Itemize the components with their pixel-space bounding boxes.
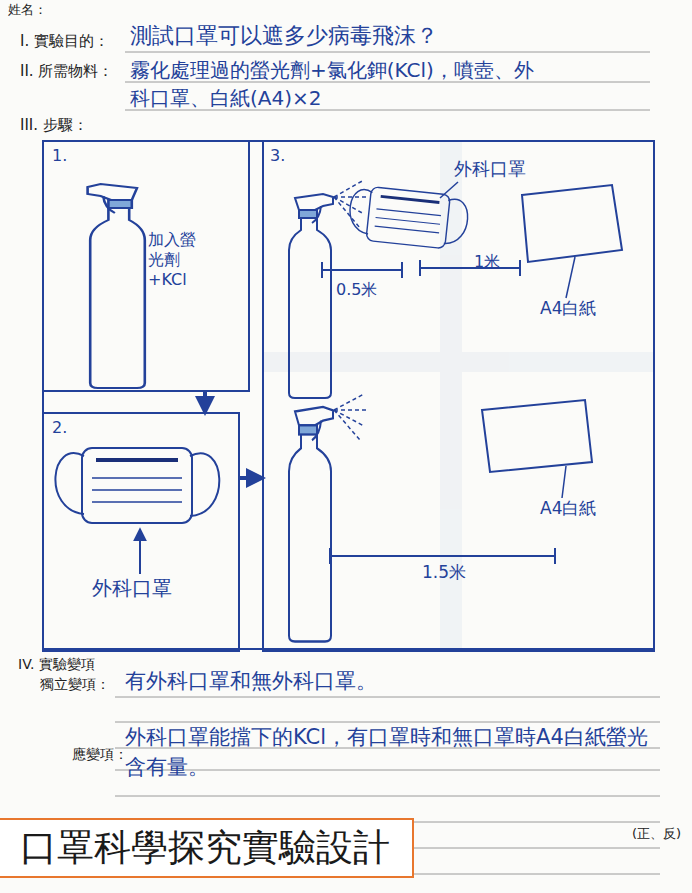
step-panel: 2. 外科口罩 [42, 412, 240, 652]
handwritten-answer: 霧化處理過的螢光劑+氯化鉀(KCl)，噴壺、外科口罩、白紙(A4)×2 [130, 56, 550, 112]
leader-line [562, 466, 566, 498]
dimension-line [330, 548, 555, 564]
ruled-lines [125, 52, 650, 53]
ruled-lines [115, 722, 660, 723]
spray-lines [334, 180, 364, 197]
pointer-arrow [139, 530, 141, 574]
form-label: 應變項： [72, 746, 128, 764]
diagram-note: 外科口罩 [92, 576, 172, 601]
surgical-mask [347, 185, 470, 251]
step-panel: 1. 加入螢光劑+KCl [42, 140, 250, 392]
dimension-line [420, 267, 520, 269]
dimension-line [330, 555, 555, 557]
step-heading: 2. [52, 418, 67, 438]
diagram-note: 外科口罩 [454, 158, 526, 181]
caption-banner: 口罩科學探究實驗設計 [0, 818, 414, 878]
step-heading: III. 步驟： [20, 116, 88, 135]
step-heading: 3. [270, 146, 285, 166]
form-label: IV. 實驗變項 [18, 656, 95, 674]
form-label: 獨立變項： [40, 676, 110, 694]
spray-lines [334, 409, 366, 411]
spray-lines [334, 197, 360, 228]
steps-frame: III. 步驟：1.加入螢光劑+KCl2.外科口罩3.外科口罩0.5米1米A4白… [42, 140, 655, 650]
form-label: I. 實驗目的： [20, 32, 109, 51]
handwritten-answer: 外科口罩能擋下的KCl，有口罩時和無口罩時A4白紙螢光含有量。 [125, 722, 655, 782]
leader-line [566, 257, 575, 298]
spray-bottle [88, 184, 145, 388]
surgical-mask [55, 448, 219, 523]
form-label: 姓名： [8, 2, 47, 18]
paper-sheet [482, 400, 592, 472]
diagram-note: A4白紙 [540, 498, 596, 519]
leader-line [440, 182, 458, 198]
diagram-note: 1.5米 [422, 562, 466, 583]
dimension-line [401, 262, 403, 278]
ruled-lines [115, 796, 660, 797]
spray-bottle [289, 194, 333, 398]
spray-lines [334, 394, 366, 440]
ruled-lines [115, 52, 660, 874]
tape-strips [262, 140, 655, 650]
dimension-line [321, 262, 323, 278]
diagram-note: 1米 [474, 252, 500, 272]
handwritten-answer: 測試口罩可以遮多少病毒飛沫？ [130, 22, 570, 50]
diagram-note: 0.5米 [336, 280, 377, 300]
step-panel: 3. 外科口罩 0.5米 1米 A4白紙 A4白紙 1.5米 [262, 140, 655, 652]
dimension-line [419, 260, 421, 276]
dimension-line [519, 260, 521, 276]
form-label: II. 所需物料： [20, 62, 113, 81]
flow-arrow [240, 476, 262, 480]
diagram-note: 加入螢光劑+KCl [148, 230, 196, 290]
dimension-line [554, 548, 556, 564]
step-heading: 1. [52, 146, 67, 166]
spray-lines [334, 394, 364, 410]
dimension-line [322, 269, 402, 271]
dimension-line [329, 548, 331, 564]
ruled-lines [115, 697, 660, 698]
spray-lines [334, 410, 364, 426]
spray-lines [334, 410, 360, 440]
spray-bottle [289, 407, 333, 642]
paper-sheet [522, 185, 622, 262]
spray-lines [334, 197, 364, 214]
flow-arrow [203, 392, 207, 412]
spray-lines [334, 196, 366, 198]
diagram-note: A4白紙 [540, 298, 596, 319]
form-label: (正、反) [632, 826, 681, 842]
handwritten-answer: 有外科口罩和無外科口罩。 [125, 668, 625, 694]
tape-strips [262, 352, 655, 372]
